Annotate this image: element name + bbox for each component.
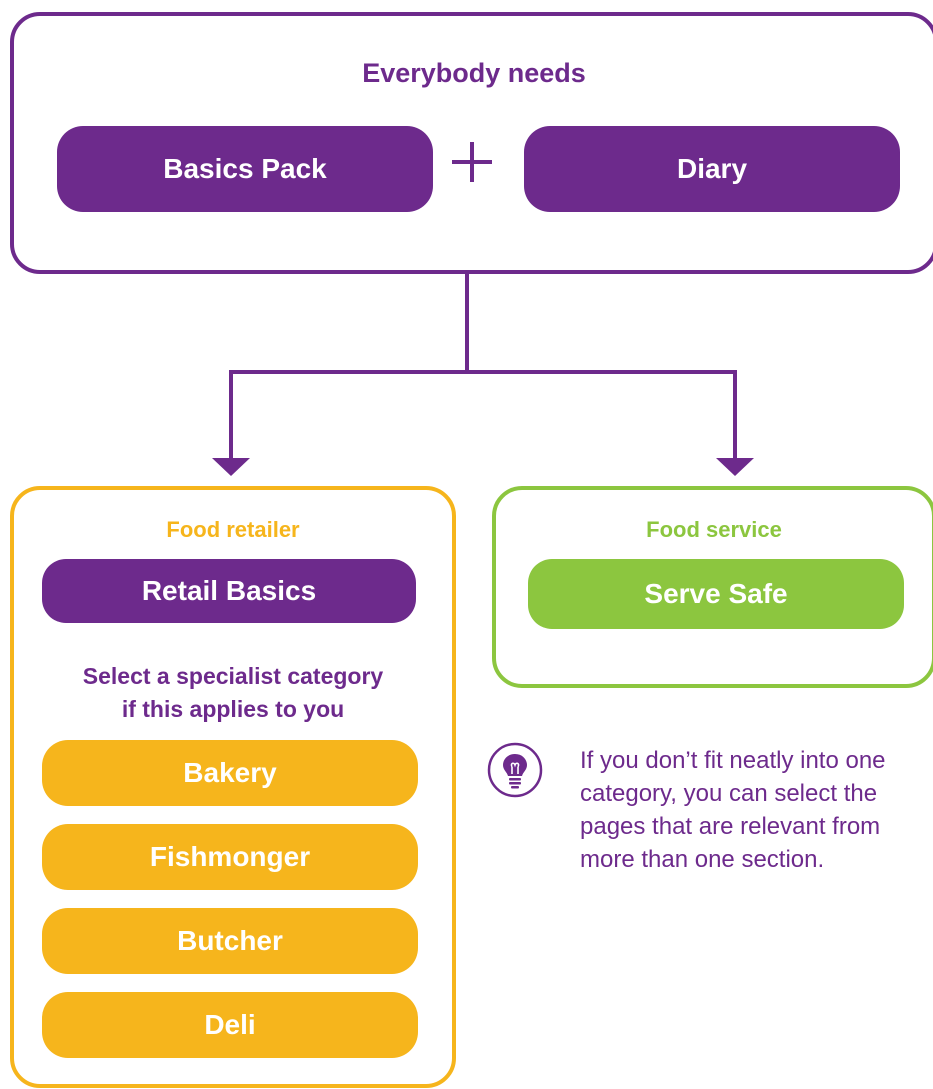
- subheading-line-1: Select a specialist category: [82, 663, 384, 689]
- subheading-line-2: if this applies to you: [121, 696, 345, 722]
- category-bakery-pill: Bakery: [42, 740, 418, 806]
- food-retailer-heading: Food retailer: [166, 517, 300, 542]
- category-fishmonger-pill: Fishmonger: [42, 824, 418, 890]
- specialist-category-subheading: Select a specialist category if this app…: [10, 660, 456, 726]
- retail-basics-pill: Retail Basics: [42, 559, 416, 623]
- category-butcher-pill: Butcher: [42, 908, 418, 974]
- everybody-needs-heading: Everybody needs: [362, 58, 586, 88]
- arrowhead-retail: [212, 458, 250, 476]
- lightbulb-icon: [487, 742, 543, 798]
- diary-pill: Diary: [524, 126, 900, 212]
- category-deli-pill: Deli: [42, 992, 418, 1058]
- food-service-heading: Food service: [646, 517, 782, 542]
- arrowhead-service: [716, 458, 754, 476]
- plus-sign: [452, 142, 492, 182]
- tip-text: If you don’t fit neatly into one categor…: [580, 747, 886, 873]
- basics-pack-pill: Basics Pack: [57, 126, 433, 212]
- serve-safe-pill: Serve Safe: [528, 559, 904, 629]
